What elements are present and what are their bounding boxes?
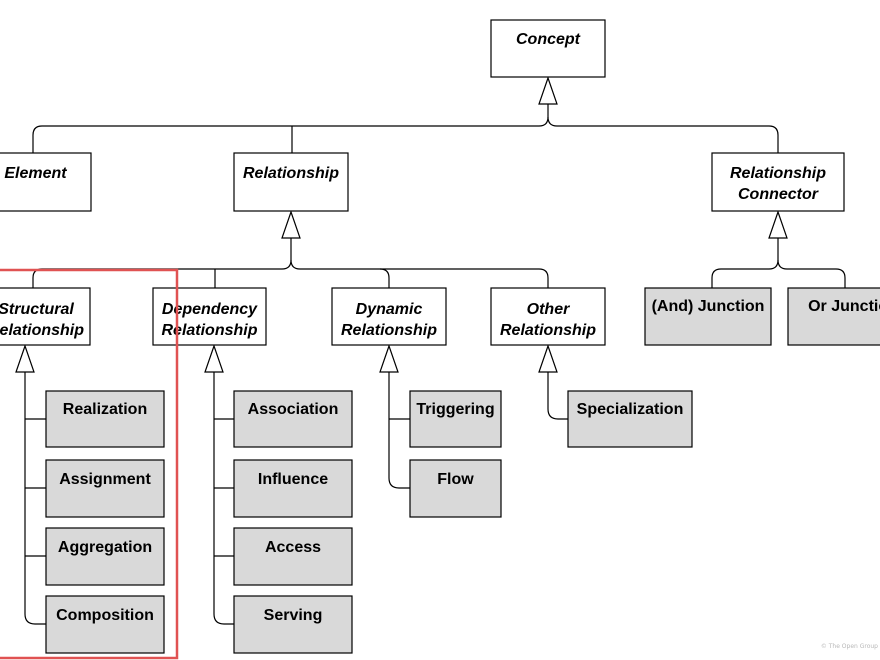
- generalization-arrowhead: [15, 344, 35, 373]
- node-influence: Influence: [233, 459, 353, 518]
- node-box: [787, 287, 880, 346]
- connector-line: [547, 372, 568, 420]
- node-label: Relationship: [341, 322, 437, 339]
- connector-line: [777, 259, 846, 288]
- node-triggering: Triggering: [409, 390, 502, 448]
- node-label: Dynamic: [356, 301, 423, 318]
- connector-line: [24, 372, 46, 625]
- connector-line: [290, 259, 390, 288]
- node-flow: Flow: [409, 459, 502, 518]
- node-label: Relationship: [500, 322, 596, 339]
- connector-lines: [24, 104, 846, 625]
- node-box: [45, 527, 165, 586]
- node-aggregation: Aggregation: [45, 527, 165, 586]
- node-label: Serving: [264, 607, 323, 624]
- highlight-frame: [0, 268, 179, 660]
- node-or-junction: Or Junction: [787, 287, 880, 346]
- node-label: Influence: [258, 471, 328, 488]
- node-box: [644, 287, 772, 346]
- node-label: Relationship: [161, 322, 257, 339]
- node-box: [0, 152, 92, 212]
- node-element: Element: [0, 152, 92, 212]
- node-label: Element: [4, 165, 67, 182]
- node-box: [45, 390, 165, 448]
- node-label: Other: [527, 301, 570, 318]
- generalization-arrowhead: [204, 344, 224, 373]
- node-concept: Concept: [490, 19, 606, 78]
- connector-line: [547, 116, 779, 153]
- node-label: Or Junction: [808, 298, 880, 315]
- connector-line: [380, 268, 549, 288]
- node-realization: Realization: [45, 390, 165, 448]
- connector-line: [711, 238, 779, 288]
- node-box: [409, 390, 502, 448]
- node-box: [233, 459, 353, 518]
- node-box: [233, 595, 353, 654]
- generalization-arrowhead: [538, 76, 558, 105]
- connector-line: [32, 104, 549, 153]
- connector-line: [388, 372, 410, 489]
- node-box: [152, 287, 267, 346]
- node-label: (And) Junction: [652, 298, 765, 315]
- copyright-notice: © The Open Group: [820, 643, 878, 650]
- node-label: Connector: [738, 186, 819, 203]
- node-box: [45, 459, 165, 518]
- node-label: Realization: [63, 401, 147, 418]
- node-box: [490, 19, 606, 78]
- node-specialization: Specialization: [567, 390, 693, 448]
- node-label: Composition: [56, 607, 154, 624]
- node-box: [0, 287, 91, 346]
- node-label: Concept: [516, 31, 581, 48]
- node-label: Relationship: [730, 165, 826, 182]
- generalization-arrowhead: [379, 344, 399, 373]
- node-box: [409, 459, 502, 518]
- node-box: [490, 287, 606, 346]
- generalization-arrows: [15, 76, 788, 373]
- node-label: Access: [265, 539, 321, 556]
- node-assignment: Assignment: [45, 459, 165, 518]
- node-label: Relationship: [0, 322, 84, 339]
- node-box: [331, 287, 447, 346]
- generalization-arrowhead: [538, 344, 558, 373]
- node-box: [233, 152, 349, 212]
- node-serving: Serving: [233, 595, 353, 654]
- node-and-junction: (And) Junction: [644, 287, 772, 346]
- node-box: [233, 390, 353, 448]
- connector-line: [32, 238, 292, 288]
- connector-line: [213, 372, 234, 625]
- node-label: Triggering: [416, 401, 494, 418]
- node-association: Association: [233, 390, 353, 448]
- generalization-arrowhead: [768, 210, 788, 239]
- node-access: Access: [233, 527, 353, 586]
- node-label: Association: [248, 401, 339, 418]
- generalization-arrowhead: [281, 210, 301, 239]
- node-label: Aggregation: [58, 539, 152, 556]
- node-box: [45, 595, 165, 654]
- node-box: [711, 152, 845, 212]
- node-structural-relationship: StructuralRelationship: [0, 287, 91, 346]
- node-label: Specialization: [577, 401, 684, 418]
- node-box: [567, 390, 693, 448]
- node-composition: Composition: [45, 595, 165, 654]
- node-label: Structural: [0, 301, 74, 318]
- node-label: Assignment: [59, 471, 151, 488]
- node-label: Relationship: [243, 165, 339, 182]
- node-box: [233, 527, 353, 586]
- node-label: Dependency: [162, 301, 258, 318]
- node-relationship: Relationship: [233, 152, 349, 212]
- node-label: Flow: [437, 471, 474, 488]
